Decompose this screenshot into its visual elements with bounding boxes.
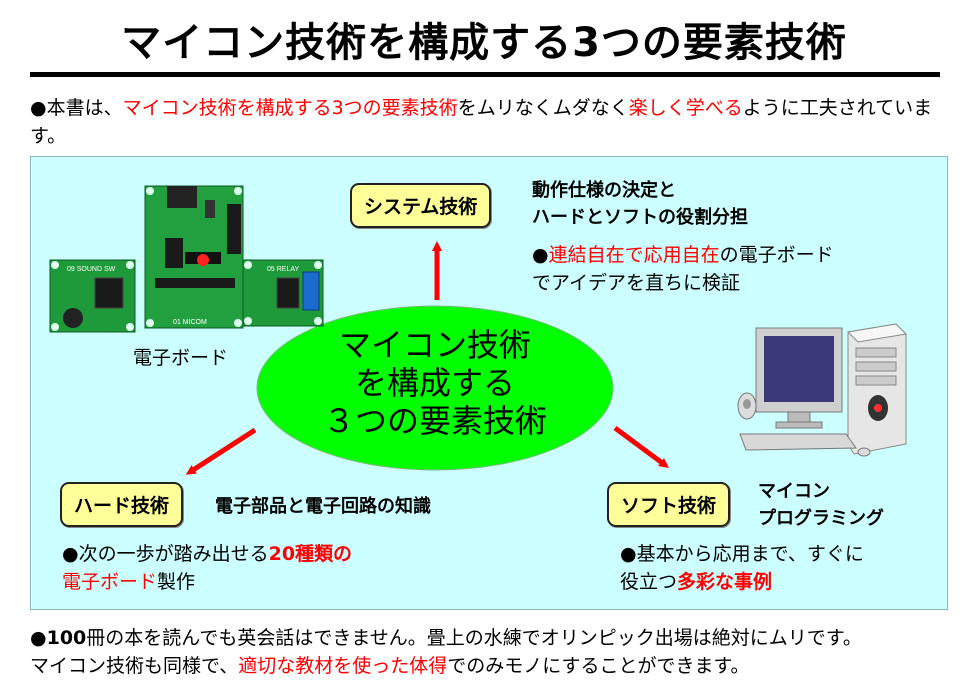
soft-desc-2: プログラミング bbox=[758, 508, 884, 529]
center-line-1: マイコン技術 bbox=[338, 326, 531, 364]
soft-bullet-text: ●基本から応用まで、すぐに bbox=[620, 543, 864, 565]
hard-bullet: ●次の一歩が踏み出せる20種類の 電子ボード製作 bbox=[62, 540, 442, 596]
soft-bullet-text-2: 役立つ bbox=[620, 571, 678, 593]
system-desc-1: 動作仕様の決定と bbox=[532, 180, 676, 201]
hard-bullet-text-2: 製作 bbox=[157, 571, 196, 593]
arrow-left-hard bbox=[185, 427, 257, 475]
system-desc: 動作仕様の決定と ハードとソフトの役割分担 bbox=[532, 177, 748, 231]
pc-tower bbox=[847, 323, 907, 455]
center-line-2: を構成する bbox=[354, 364, 515, 402]
system-bullet-text: の電子ボード bbox=[719, 244, 834, 266]
soft-bullet-highlight: 多彩な事例 bbox=[677, 571, 773, 593]
electronic-boards-image: 09 SOUND SW 05 RELAY 01 MICOM bbox=[49, 185, 324, 333]
board-caption: 電子ボード bbox=[133, 347, 229, 369]
intro-highlight-2: 楽しく学べる bbox=[628, 97, 743, 119]
footer-text-2: マイコン技術も同様で、 bbox=[30, 655, 239, 677]
board-mic-icon bbox=[63, 308, 83, 328]
intro-text-3: ように工夫されています。 bbox=[30, 97, 933, 147]
soft-bullet: ●基本から応用まで、すぐに 役立つ多彩な事例 bbox=[620, 540, 940, 596]
soft-desc-1: マイコン bbox=[758, 481, 830, 502]
soft-tech-tag: ソフト技術 bbox=[607, 482, 731, 527]
arrow-right-soft bbox=[613, 425, 670, 468]
footer-text-1: 冊の本を読んでも英会話はできません。畳上の水練でオリンピック出場は絶対にムリです… bbox=[86, 627, 862, 649]
hard-bullet-text: ●次の一歩が踏み出せる bbox=[62, 543, 269, 565]
intro-paragraph: ●本書は、マイコン技術を構成する3つの要素技術をムリなくムダなく楽しく学べるよう… bbox=[30, 94, 950, 150]
title-divider bbox=[30, 72, 940, 77]
footer-mark: ● bbox=[30, 627, 47, 649]
system-bullet-highlight: 連結自在で応用自在 bbox=[548, 244, 720, 266]
soft-desc: マイコン プログラミング bbox=[758, 478, 884, 532]
hard-desc: 電子部品と電子回路の知識 bbox=[215, 496, 431, 517]
page-title: マイコン技術を構成する3つの要素技術 bbox=[121, 20, 847, 66]
center-ellipse bbox=[256, 305, 614, 471]
system-bullet-mark: ● bbox=[532, 244, 549, 266]
hard-bullet-highlight: 20種類の bbox=[268, 543, 353, 565]
intro-text-1: ●本書は、 bbox=[30, 97, 123, 119]
pc-keyboard bbox=[739, 433, 857, 451]
intro-highlight-1: マイコン技術を構成する3つの要素技術 bbox=[122, 97, 458, 119]
center-text: マイコン技術 を構成する ３つの要素技術 bbox=[275, 326, 595, 440]
footer-highlight: 適切な教材を使った体得 bbox=[238, 655, 448, 677]
system-desc-2: ハードとソフトの役割分担 bbox=[532, 207, 748, 228]
system-bullet-text-2: でアイデアを直ちに検証 bbox=[532, 272, 741, 294]
intro-text-2: をムリなくムダなく bbox=[457, 97, 629, 119]
computer-image bbox=[737, 323, 908, 457]
footer-number: 100 bbox=[46, 627, 87, 649]
center-line-3: ３つの要素技術 bbox=[322, 402, 547, 440]
system-tech-tag: システム技術 bbox=[350, 183, 492, 228]
pc-screen bbox=[764, 336, 834, 402]
hard-bullet-highlight-2: 電子ボード bbox=[62, 571, 158, 593]
footer-paragraph: ●100冊の本を読んでも英会話はできません。畳上の水練でオリンピック出場は絶対に… bbox=[30, 624, 960, 680]
footer-text-3: でのみモノにすることができます。 bbox=[447, 655, 750, 677]
hard-tech-tag: ハード技術 bbox=[60, 482, 184, 527]
board-label-center: 01 MICOM bbox=[173, 319, 207, 326]
board-label-left: 09 SOUND SW bbox=[67, 266, 116, 273]
board-label-right: 05 RELAY bbox=[267, 266, 299, 273]
pc-mouse bbox=[857, 447, 871, 457]
system-bullet: ●連結自在で応用自在の電子ボード でアイデアを直ちに検証 bbox=[532, 241, 922, 297]
